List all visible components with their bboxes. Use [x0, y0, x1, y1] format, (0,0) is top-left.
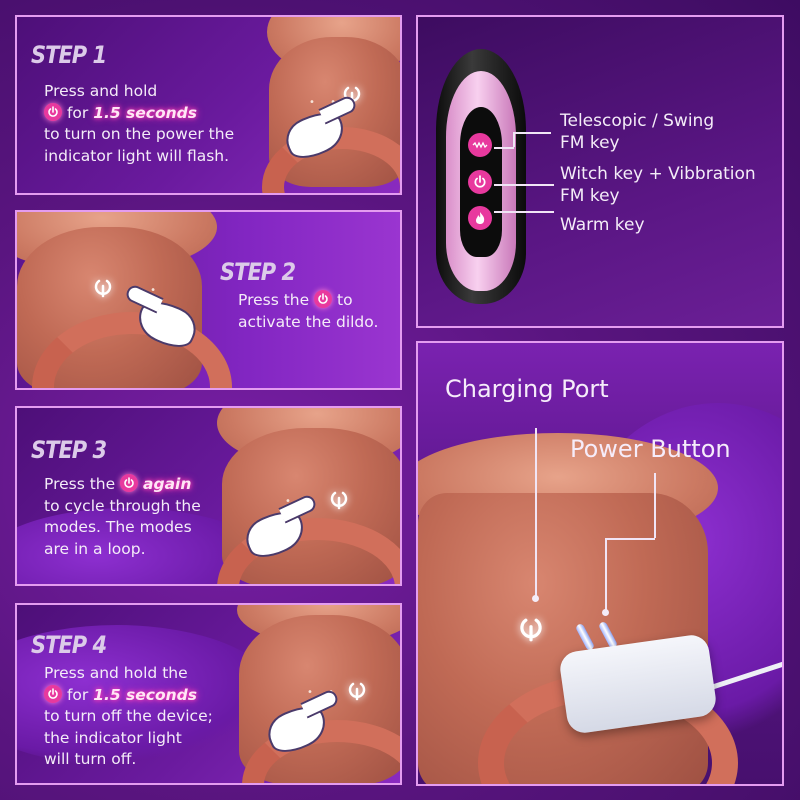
press-dots: • •	[309, 97, 342, 108]
instruction-line: Press the to	[238, 290, 378, 312]
instruction-line: for 1.5 seconds	[44, 684, 213, 707]
step-instructions: Press and hold the for 1.5 seconds to tu…	[44, 663, 213, 771]
flame-icon	[476, 212, 485, 224]
duration-highlight: 1.5 seconds	[93, 685, 197, 704]
instruction-line: are in a loop.	[44, 539, 146, 558]
remote-pink-shell	[446, 71, 516, 291]
glowing-power-icon	[348, 682, 366, 701]
power-icon	[120, 474, 139, 492]
instruction-line: for 1.5 seconds	[44, 102, 234, 125]
instruction-line: to cycle through the	[44, 496, 201, 515]
instruction-line: to turn on the power the	[44, 125, 235, 143]
callout-line	[654, 473, 656, 538]
label-line: FM key	[560, 186, 620, 206]
power-button-label: Power Button	[570, 435, 731, 463]
step-title: STEP 1	[31, 41, 107, 69]
label-line: Telescopic / Swing	[560, 111, 715, 131]
step-instructions: Press the again to cycle through the mod…	[44, 474, 201, 560]
telescopic-swing-key-label: Telescopic / Swing FM key	[560, 110, 714, 154]
duration-highlight: 1.5 seconds	[93, 103, 197, 122]
glowing-power-icon	[330, 491, 348, 510]
label-line: FM key	[560, 133, 620, 153]
label-line: Witch key + Vibbration	[560, 164, 756, 184]
callout-dot	[532, 595, 539, 602]
instruction-text: to	[337, 291, 353, 309]
instruction-line: Press the again	[44, 474, 201, 496]
power-icon	[474, 175, 486, 188]
callout-line	[605, 538, 607, 610]
wave-key[interactable]	[468, 133, 492, 157]
instruction-text: Press the	[44, 475, 116, 493]
step-1-panel: • • STEP 1 Press and hold for 1.5 second…	[15, 15, 402, 195]
remote-control-image	[436, 49, 526, 304]
power-icon	[314, 290, 333, 308]
label-line: Warm key	[560, 215, 645, 235]
power-icon	[44, 684, 62, 703]
step-3-panel: • • STEP 3 Press the again to cycle thro…	[15, 406, 402, 586]
warm-key-label: Warm key	[560, 214, 645, 236]
glowing-power-button-icon[interactable]	[518, 613, 544, 643]
power-icon	[44, 102, 62, 121]
callout-line	[494, 211, 554, 213]
instruction-line: will turn off.	[44, 750, 137, 768]
step-title: STEP 3	[31, 436, 107, 464]
callout-line	[513, 132, 515, 147]
charging-port-label: Charging Port	[445, 375, 609, 403]
step-instructions: Press the to activate the dildo.	[238, 290, 378, 333]
callout-line	[535, 428, 537, 598]
instruction-line: activate the dildo.	[238, 312, 379, 331]
instruction-text: for	[66, 103, 89, 122]
callout-line	[494, 184, 554, 186]
charging-port-panel: Charging Port Power Button	[416, 341, 784, 786]
instruction-line: indicator light will flash.	[44, 146, 230, 165]
wave-icon	[472, 141, 488, 149]
instruction-line: Press and hold the	[44, 664, 188, 682]
instruction-line: the indicator light	[44, 728, 182, 747]
instruction-line: Press and hold	[44, 82, 158, 100]
callout-line	[494, 147, 514, 149]
step-title: STEP 4	[31, 631, 107, 659]
instruction-line: to turn off the device;	[44, 707, 213, 725]
step-instructions: Press and hold for 1.5 seconds to turn o…	[44, 81, 234, 167]
instruction-text: Press the	[238, 291, 310, 309]
instruction-text: for	[66, 685, 89, 704]
step-4-panel: • • STEP 4 Press and hold the for 1.5 se…	[15, 603, 402, 785]
power-key[interactable]	[468, 170, 492, 194]
glowing-power-icon	[94, 279, 112, 298]
step-2-panel: • • STEP 2 Press the to activate the dil…	[15, 210, 402, 390]
again-highlight: again	[143, 475, 192, 493]
remote-key-panel	[460, 107, 502, 257]
callout-dot	[602, 609, 609, 616]
callout-line	[605, 538, 655, 540]
switch-vibration-key-label: Witch key + Vibbration FM key	[560, 163, 756, 207]
warm-key[interactable]	[468, 206, 492, 230]
instruction-line: modes. The modes	[44, 518, 192, 536]
callout-line	[513, 132, 551, 134]
step-title: STEP 2	[220, 258, 296, 286]
remote-keys-panel: Telescopic / Swing FM key Witch key + Vi…	[416, 15, 784, 328]
